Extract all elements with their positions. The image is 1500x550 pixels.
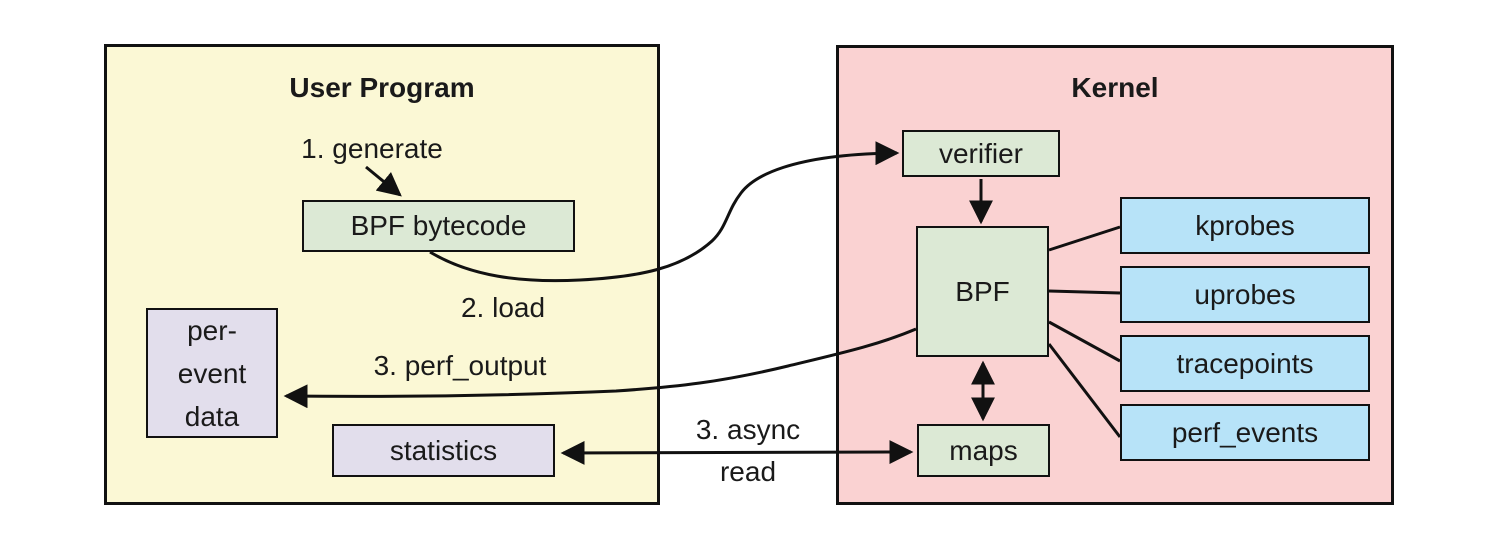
kprobes-box: kprobes: [1120, 197, 1370, 254]
bpf-label: BPF: [955, 275, 1010, 307]
perf-events-label: perf_events: [1171, 416, 1319, 448]
uprobes-box: uprobes: [1120, 266, 1370, 323]
bpf-bytecode-box: BPF bytecode: [302, 200, 575, 252]
generate-step-label: 1. generate: [301, 133, 443, 164]
perf-output-step-label: 3. perf_output: [373, 350, 547, 381]
bpf-box: BPF: [916, 226, 1049, 357]
verifier-box: verifier: [902, 130, 1060, 177]
per-event-data-label: per- event data: [177, 314, 247, 432]
kernel-title: Kernel: [1071, 72, 1159, 103]
async-read-step-label: 3. async read: [695, 414, 801, 487]
uprobes-label: uprobes: [1194, 278, 1296, 310]
statistics-label: statistics: [389, 434, 498, 466]
tracepoints-label: tracepoints: [1176, 347, 1314, 379]
user-program-title: User Program: [289, 72, 475, 103]
statistics-box: statistics: [332, 424, 555, 477]
kprobes-label: kprobes: [1195, 209, 1295, 241]
bpf-bytecode-label: BPF bytecode: [350, 210, 527, 241]
load-step-label: 2. load: [460, 292, 546, 323]
per-event-data-box: per- event data: [146, 308, 278, 438]
maps-label: maps: [949, 434, 1018, 466]
verifier-label: verifier: [938, 137, 1023, 169]
maps-box: maps: [917, 424, 1050, 477]
tracepoints-box: tracepoints: [1120, 335, 1370, 392]
perf-events-box: perf_events: [1120, 404, 1370, 461]
